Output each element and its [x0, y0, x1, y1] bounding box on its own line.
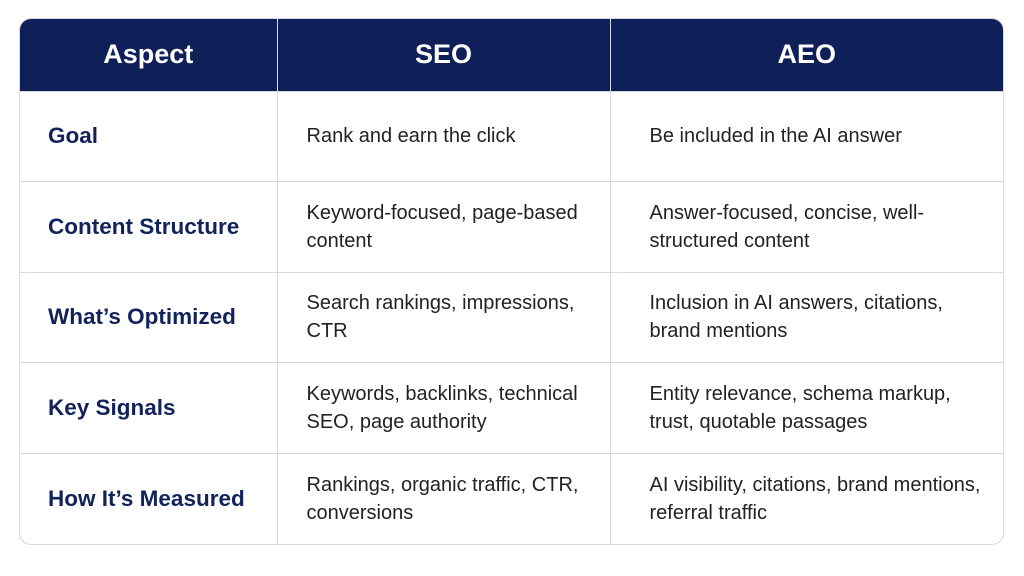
header-row: Aspect SEO AEO	[20, 19, 1003, 91]
row-seo: Rankings, organic traffic, CTR, conversi…	[277, 452, 611, 544]
row-seo: Keyword-focused, page-based content	[277, 181, 611, 273]
row-aspect: Content Structure	[20, 181, 278, 273]
header-aspect: Aspect	[20, 19, 278, 91]
header-aeo: AEO	[610, 19, 1003, 91]
row-aeo: Entity relevance, schema markup, trust, …	[610, 362, 1003, 454]
header-seo: SEO	[277, 19, 611, 91]
row-aspect: How It’s Measured	[20, 452, 278, 544]
row-seo: Rank and earn the click	[277, 90, 611, 182]
row-aeo: AI visibility, citations, brand mentions…	[610, 452, 1003, 544]
row-aeo: Answer-focused, concise, well-structured…	[610, 181, 1003, 273]
table-row: Key Signals Keywords, backlinks, technic…	[20, 362, 1003, 454]
comparison-table-container: Aspect SEO AEO Goal Rank and earn the cl…	[19, 18, 1004, 545]
row-aeo: Be included in the AI answer	[610, 90, 1003, 182]
table-row: Goal Rank and earn the click Be included…	[20, 90, 1003, 182]
row-aeo: Inclusion in AI answers, citations, bran…	[610, 271, 1003, 363]
row-aspect: Key Signals	[20, 362, 278, 454]
seo-vs-aeo-table: Aspect SEO AEO Goal Rank and earn the cl…	[20, 19, 1003, 544]
table-row: Content Structure Keyword-focused, page-…	[20, 181, 1003, 273]
table-row: What’s Optimized Search rankings, impres…	[20, 271, 1003, 363]
row-aspect: What’s Optimized	[20, 271, 278, 363]
table-row: How It’s Measured Rankings, organic traf…	[20, 452, 1003, 544]
row-seo: Keywords, backlinks, technical SEO, page…	[277, 362, 611, 454]
row-seo: Search rankings, impressions, CTR	[277, 271, 611, 363]
row-aspect: Goal	[20, 90, 278, 182]
